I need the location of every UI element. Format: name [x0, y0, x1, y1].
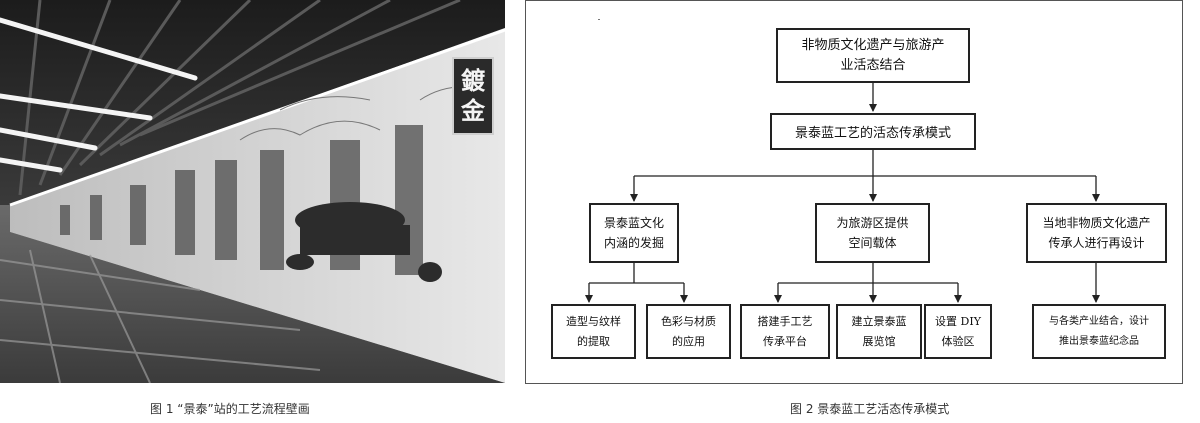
node-souvenir-design: 与各类产业结合，设计推出景泰蓝纪念品	[1032, 304, 1166, 359]
node-color-material: 色彩与材质的应用	[646, 304, 731, 359]
figure-2-caption: 图 2 景泰蓝工艺活态传承模式	[790, 402, 950, 416]
node-inheritor-redesign: 当地非物质文化遗产传承人进行再设计	[1026, 203, 1167, 263]
node-ich-tourism-integration: 非物质文化遗产与旅游产业活态结合	[776, 28, 970, 83]
subway-mural-photo: 鍍 金	[0, 0, 505, 383]
mural-scene	[0, 0, 505, 383]
node-craft-platform: 搭建手工艺传承平台	[740, 304, 830, 359]
inheritance-model-diagram: 非物质文化遗产与旅游产业活态结合 景泰蓝工艺的活态传承模式 景泰蓝文化内涵的发掘…	[525, 0, 1183, 384]
node-shape-pattern: 造型与纹样的提取	[551, 304, 636, 359]
node-exhibition-hall: 建立景泰蓝展览馆	[836, 304, 922, 359]
figure-1-caption: 图 1 “景泰”站的工艺流程壁画	[150, 402, 310, 416]
gilding-sign: 鍍 金	[452, 57, 494, 135]
diagram-connectors	[585, 83, 1100, 303]
node-culture-exploration: 景泰蓝文化内涵的发掘	[589, 203, 679, 263]
node-spatial-carrier: 为旅游区提供空间载体	[815, 203, 930, 263]
node-inheritance-mode: 景泰蓝工艺的活态传承模式	[770, 113, 976, 150]
stray-dot	[598, 19, 600, 20]
